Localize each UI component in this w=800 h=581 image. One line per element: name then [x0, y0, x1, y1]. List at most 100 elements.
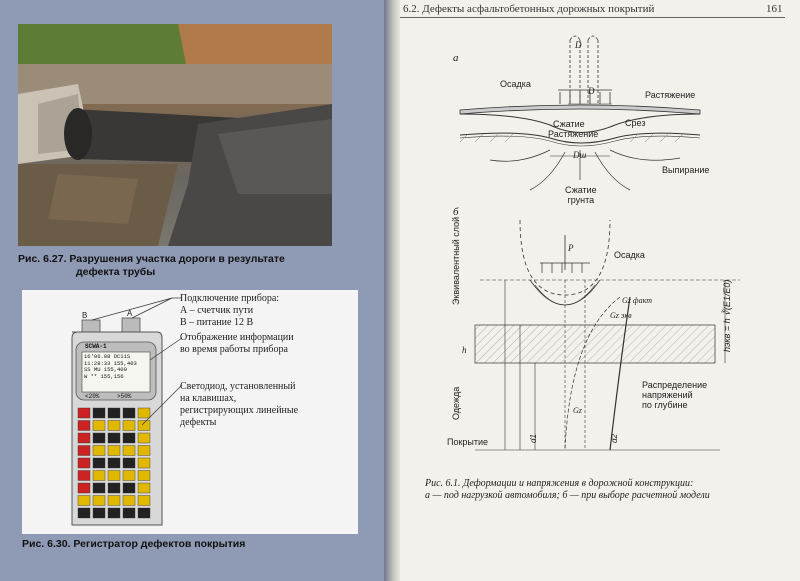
callout-line: регистрирующих линейные — [180, 405, 299, 416]
label-szhatie: Сжатие — [553, 119, 585, 129]
label-P: P — [568, 243, 574, 253]
keypad-key — [122, 495, 136, 506]
label-osadka-a: Осадка — [500, 79, 531, 89]
keypad-key — [107, 407, 121, 419]
screen-title: SCWA-1 — [85, 343, 107, 350]
keypad-key — [137, 420, 151, 431]
keypad-key — [107, 457, 121, 469]
callout-display: Отображение информации во время работы п… — [180, 332, 294, 356]
keypad-key — [92, 432, 106, 444]
keypad-key — [77, 420, 91, 431]
label-raspredelenie: Распределение напряжений по глубине — [642, 380, 707, 410]
screen-readout: 16'06.08 DC11S 11:28:33 155,403 SS MU 15… — [84, 353, 137, 380]
keypad-key — [122, 420, 136, 431]
keypad-key — [122, 457, 136, 469]
callout-line: во время работы прибора — [180, 344, 288, 355]
callout-line: В – питание 12 В — [180, 317, 254, 328]
callout-led: Светодиод, установленный на клавишах, ре… — [180, 381, 298, 429]
label-srez: Срез — [625, 118, 646, 128]
keypad-key — [92, 420, 106, 431]
keypad-key — [137, 445, 151, 456]
keypad-key — [107, 445, 121, 456]
keypad-key — [122, 432, 136, 444]
fig-627-caption: Рис. 6.27. Разрушения участка дороги в р… — [18, 253, 285, 279]
callout-line: дефекты — [180, 417, 217, 428]
keypad-key — [107, 482, 121, 494]
pct-left-label: <20% — [85, 393, 100, 400]
road-damage-photo — [18, 24, 332, 246]
keypad-key — [107, 420, 121, 431]
label-D: D — [575, 40, 582, 50]
callout-connect: Подключение прибора: А – счетчик пути В … — [180, 293, 279, 329]
label-szhatie-grunta: Сжатие грунта — [565, 185, 597, 205]
fig-627-caption-line1: Рис. 6.27. Разрушения участка дороги в р… — [18, 253, 285, 265]
keypad-key — [92, 407, 106, 419]
keypad-key — [77, 470, 91, 481]
keypad-key — [92, 457, 106, 469]
keypad-key — [92, 482, 106, 494]
callout-line: Светодиод, установленный — [180, 381, 296, 392]
keypad-key — [122, 470, 136, 481]
keypad-key — [92, 445, 106, 456]
keypad-key — [137, 482, 151, 494]
label-h: h — [462, 345, 467, 355]
keypad-key — [92, 495, 106, 506]
label-D-top: D — [588, 86, 595, 96]
fig-61-caption: Рис. 6.1. Деформации и напряжения в доро… — [425, 478, 765, 502]
running-header: 6.2. Дефекты асфальтобетонных дорожных п… — [403, 3, 655, 15]
keypad-key — [77, 507, 91, 519]
label-pokrytie: Покрытие — [447, 437, 489, 447]
keypad-key — [122, 482, 136, 494]
keypad-key — [122, 507, 136, 519]
book-spine — [384, 0, 400, 581]
diagram-b — [474, 219, 740, 451]
page-number: 161 — [766, 3, 783, 15]
screen-line: W ** 155,156 — [84, 372, 124, 380]
callout-line: Подключение прибора: — [180, 293, 280, 304]
label-sigma-ekv: Gz экв — [610, 311, 632, 320]
screen-line: 16'06.08 DC11S — [84, 353, 131, 360]
label-line: грунта — [567, 195, 595, 205]
label-sigma-z: Gz — [573, 406, 582, 415]
label-d2: d2 — [610, 434, 619, 443]
label-line: Сжатие — [565, 185, 597, 195]
label-formula: hэкв = h ∛(E1/E0) — [722, 279, 732, 352]
label-sigma-fakt: Gz факт — [622, 296, 652, 305]
keypad-key — [77, 482, 91, 494]
road-damage-illustration — [18, 24, 332, 246]
keypad-key — [122, 445, 136, 456]
diagram-b-label: б — [453, 206, 459, 218]
keypad-key — [77, 495, 91, 506]
keypad-key — [137, 507, 151, 519]
diagram-a-label: а — [453, 52, 459, 64]
label-Dsh: Dш — [573, 150, 587, 160]
diagram-a — [459, 35, 701, 191]
pct-right-label: >50% — [117, 393, 132, 400]
keypad-key — [107, 495, 121, 506]
header-rule — [400, 17, 785, 18]
screen-line: 11:28:33 155,403 — [84, 359, 137, 367]
keypad-key — [107, 432, 121, 444]
label-line: напряжений — [642, 390, 693, 400]
label-ekv-sloy: Эквивалентный слой — [451, 216, 461, 305]
keypad-key — [77, 445, 91, 456]
keypad — [77, 407, 151, 519]
callout-line: на клавишах, — [180, 393, 237, 404]
label-d1: d1 — [529, 434, 538, 443]
label-vypiranie: Выпирание — [662, 165, 710, 175]
keypad-key — [137, 432, 151, 444]
label-line: Распределение — [642, 380, 708, 390]
label-osadka-b: Осадка — [614, 250, 645, 260]
keypad-key — [92, 470, 106, 481]
label-line: по глубине — [642, 400, 688, 410]
keypad-key — [137, 470, 151, 481]
keypad-key — [107, 507, 121, 519]
keypad-key — [77, 457, 91, 469]
keypad-key — [137, 407, 151, 419]
keypad-key — [137, 457, 151, 469]
port-b-label: B — [82, 311, 88, 320]
port-a-label: A — [127, 309, 133, 318]
fig-61-caption-line1: Рис. 6.1. Деформации и напряжения в доро… — [425, 478, 694, 489]
callout-line: Отображение информации — [180, 332, 294, 343]
keypad-key — [107, 470, 121, 481]
